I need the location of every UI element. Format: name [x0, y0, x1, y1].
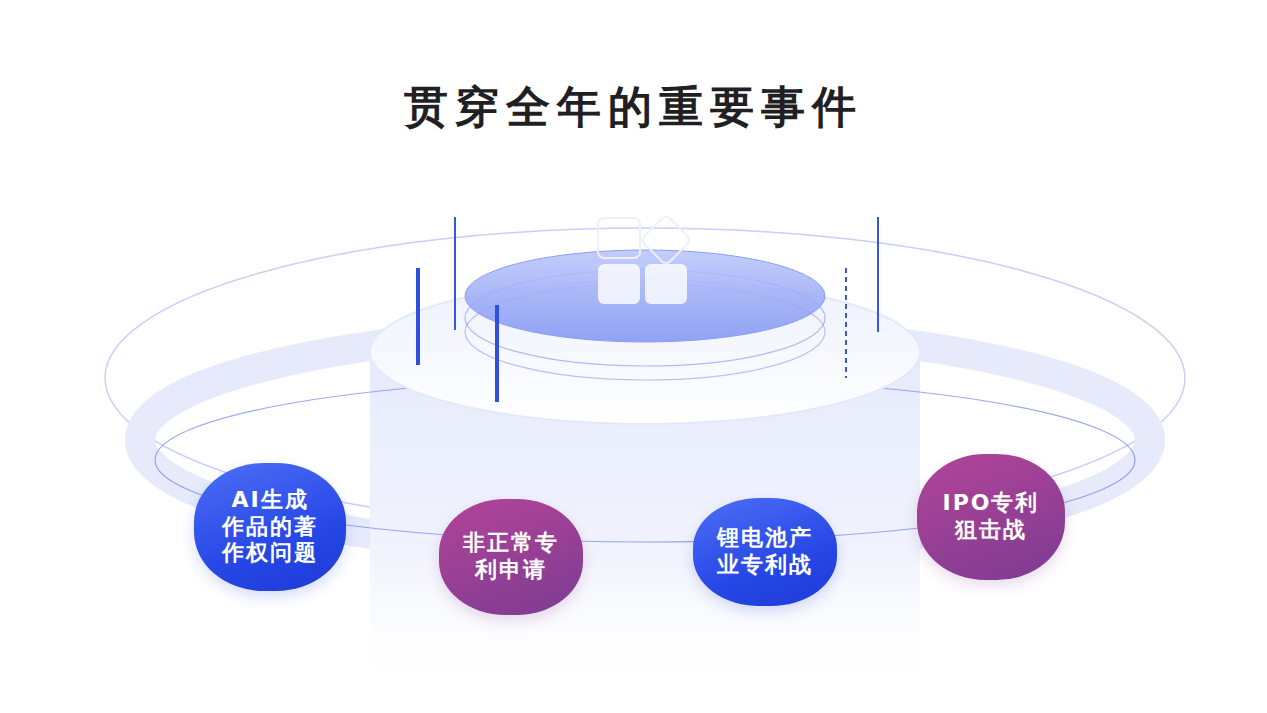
- accent-line: [454, 217, 456, 330]
- page-title: 贯穿全年的重要事件: [0, 78, 1267, 137]
- event-label: 非正常专利申请: [461, 530, 561, 584]
- cube-ghost: [598, 218, 640, 258]
- cube-ghost: [641, 215, 692, 266]
- event-label: AI生成作品的著作权问题: [220, 487, 320, 567]
- cube: [598, 264, 640, 304]
- accent-line: [877, 217, 879, 332]
- accent-line: [416, 268, 420, 365]
- event-bubble: 非正常专利申请: [439, 499, 583, 615]
- event-bubble: IPO专利狙击战: [917, 454, 1065, 580]
- event-label: IPO专利狙击战: [941, 490, 1041, 544]
- event-bubble: 锂电池产业专利战: [693, 498, 837, 606]
- cube: [645, 264, 687, 304]
- accent-line: [845, 268, 847, 378]
- event-bubble: AI生成作品的著作权问题: [194, 463, 346, 591]
- top-disk: [465, 250, 825, 342]
- event-label: 锂电池产业专利战: [715, 525, 815, 579]
- accent-line: [495, 305, 499, 402]
